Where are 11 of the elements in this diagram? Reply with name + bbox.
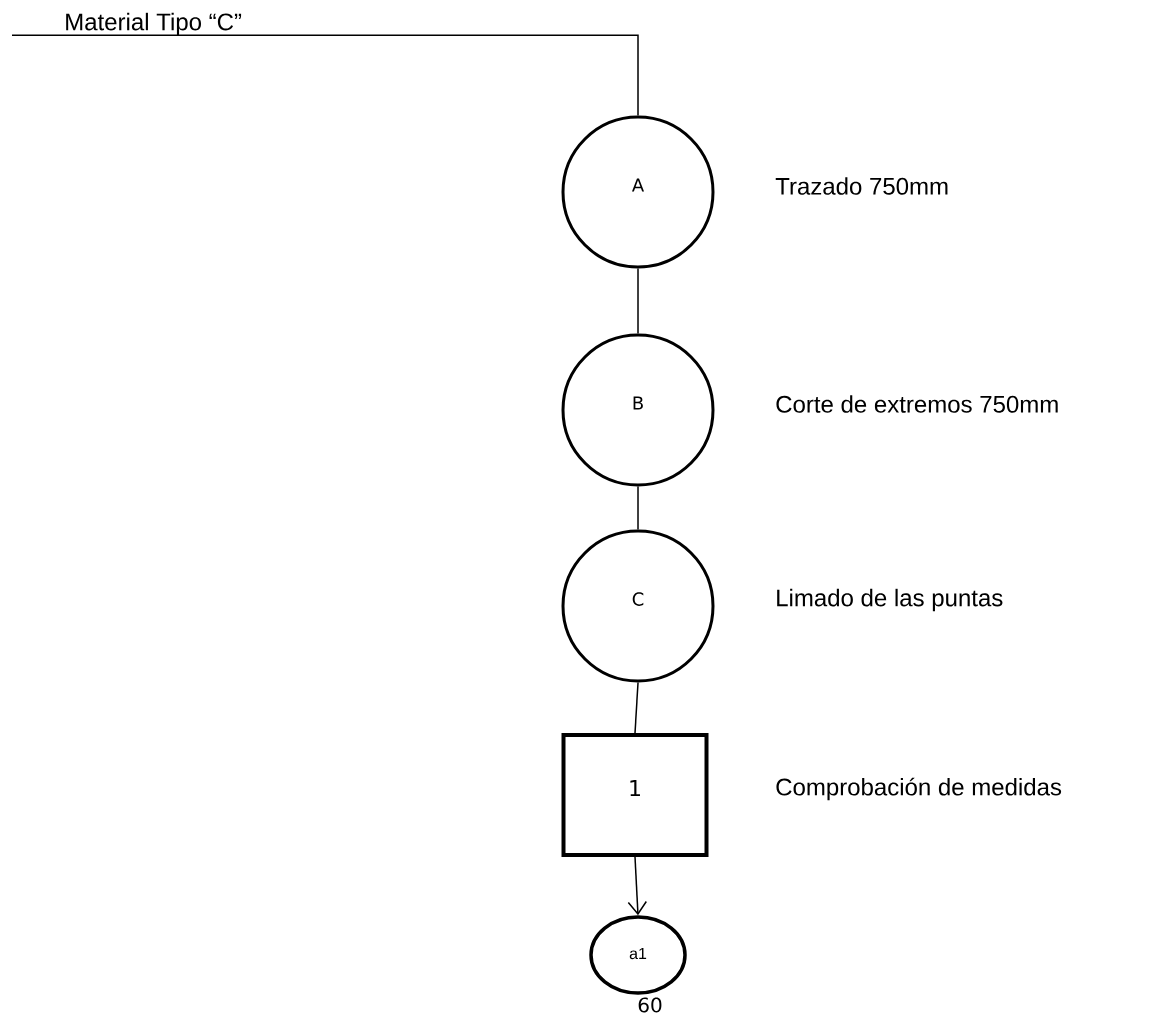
step-label: Comprobación de medidas <box>776 777 1062 801</box>
connector-line <box>637 267 639 335</box>
connector-line <box>11 34 639 117</box>
material-label: Material Tipo “C” <box>66 12 242 36</box>
connector-line <box>637 485 639 531</box>
step-label: Limado de las puntas <box>777 588 1003 612</box>
connector-line <box>634 681 639 734</box>
inspection-box: 1 <box>561 733 709 857</box>
step-label: Trazado 750mm <box>775 177 948 195</box>
connector-line <box>627 856 648 916</box>
step-label: Corte de extremos 750mm <box>776 395 1058 413</box>
